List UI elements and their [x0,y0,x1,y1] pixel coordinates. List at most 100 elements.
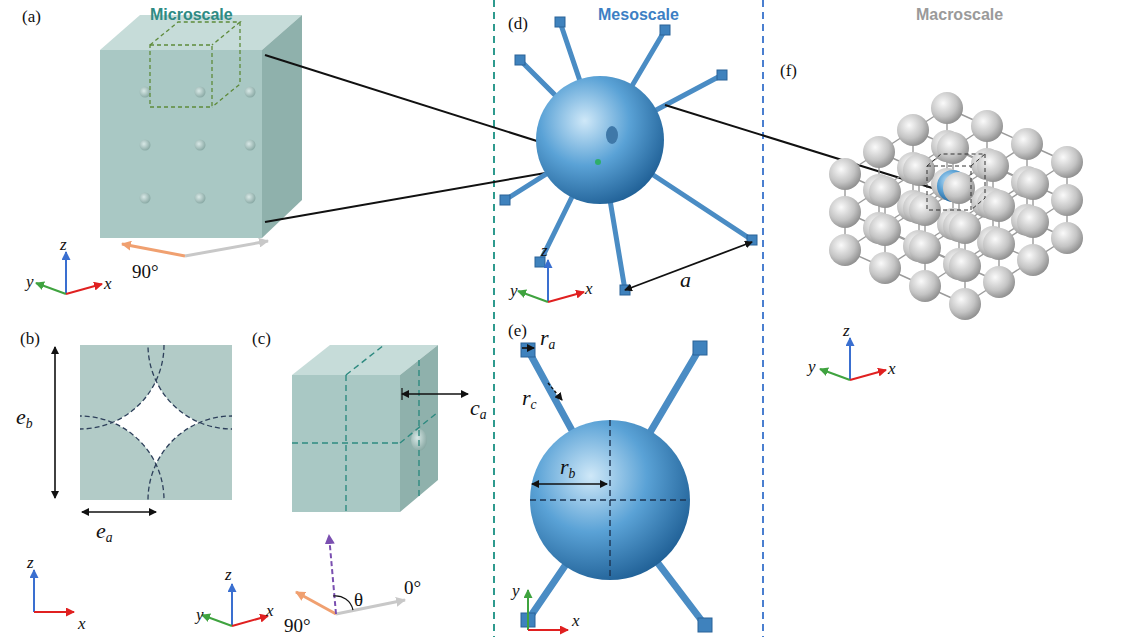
axis-arrow [820,369,850,380]
axis-arrow [36,283,66,294]
lattice-sphere [909,232,941,264]
strut [528,564,567,620]
panel-letter: (c) [252,330,271,349]
axis-label: x [585,280,593,299]
dimension-label: rb [560,455,575,481]
axis-arrow [33,570,35,612]
surface-bump [245,193,256,204]
strut [651,174,752,240]
lattice-sphere [869,176,901,208]
dimension-label: rc [522,386,537,412]
surface-bump [195,193,206,204]
lattice-sphere [829,158,861,190]
strut-cap [660,25,670,35]
panel-letter: (e) [508,322,527,341]
lattice-sphere [977,150,1009,182]
scale-title: Microscale [150,6,233,24]
scale-title: Mesoscale [598,6,679,24]
panel-letter: (b) [20,330,40,349]
axis-label: x [888,360,896,379]
dimension-label: a [680,268,691,292]
lattice-sphere [869,252,901,284]
strut [610,200,625,290]
lattice-sphere [903,154,935,186]
axis-arrow [527,590,529,630]
unit-cell-top [927,154,985,166]
axis-label: y [26,273,34,292]
surface-bump [245,140,256,151]
lattice-sphere [869,214,901,246]
lattice-sphere [1051,146,1083,178]
axis-arrow [849,338,851,380]
strut-cap [521,343,535,357]
axis-label: y [512,582,520,601]
surface-bump [140,140,151,151]
angle-label: 0° [404,578,421,599]
surface-bump [245,87,256,98]
angle-label: 90° [284,616,311,637]
axis-label: z [843,322,850,341]
lattice-sphere [1051,222,1083,254]
angle-label: θ [354,590,363,611]
strut [654,75,722,111]
axis-label: x [572,612,580,631]
axis-arrow [232,616,268,626]
lattice-sphere [983,228,1015,260]
unit-cell-front [927,166,971,210]
axis-arrow [34,611,74,613]
strut [631,30,665,87]
axis-arrow [66,284,102,294]
axis-label: y [510,282,518,301]
axis-label: y [196,606,204,625]
lattice-sphere [829,196,861,228]
scale-title: Macroscale [916,6,1003,24]
lattice-sphere [1011,128,1043,160]
strut-cap [500,195,510,205]
axis-arrow [231,584,233,626]
dimension-label: eb [16,405,33,431]
lattice-sphere [1017,168,1049,200]
dimension-label: ea [96,519,113,545]
surface-bump [195,140,206,151]
axis-label: z [60,236,67,255]
lattice-sphere [949,288,981,320]
panel-letter: (a) [22,8,41,27]
lattice-sphere [943,172,975,204]
lattice-sphere [829,234,861,266]
axis-label: z [225,566,232,585]
dimension-label: ra [540,326,555,352]
axis-arrow [202,615,232,626]
axis-label: y [808,358,816,377]
panel-letter: (f) [780,62,797,81]
dimension-label: ca [470,396,487,422]
axis-label: x [266,602,274,621]
strut [560,22,580,82]
lattice-sphere [1051,184,1083,216]
axis-arrow [547,260,549,302]
axis-arrow [548,292,584,302]
strut [540,195,573,262]
surface-bump [140,87,151,98]
lattice-sphere [949,212,981,244]
axis-label: x [78,615,86,634]
lattice-sphere [983,190,1015,222]
axis-label: z [541,242,548,261]
surface-bump [195,87,206,98]
angle-label: 90° [132,262,159,283]
panel-letter: (d) [508,15,528,34]
axis-label: x [104,275,112,294]
axis-label: z [27,554,34,573]
lattice-sphere [983,266,1015,298]
strut-cap [698,618,712,632]
lattice-sphere [937,132,969,164]
strut-cap [515,55,525,65]
axis-arrow [528,629,568,631]
strut [505,173,548,200]
lattice-sphere [1017,206,1049,238]
unit-cell-side [971,154,985,210]
strut [657,561,705,625]
lattice-sphere [931,92,963,124]
lattice-sphere [909,270,941,302]
lattice-sphere [863,136,895,168]
